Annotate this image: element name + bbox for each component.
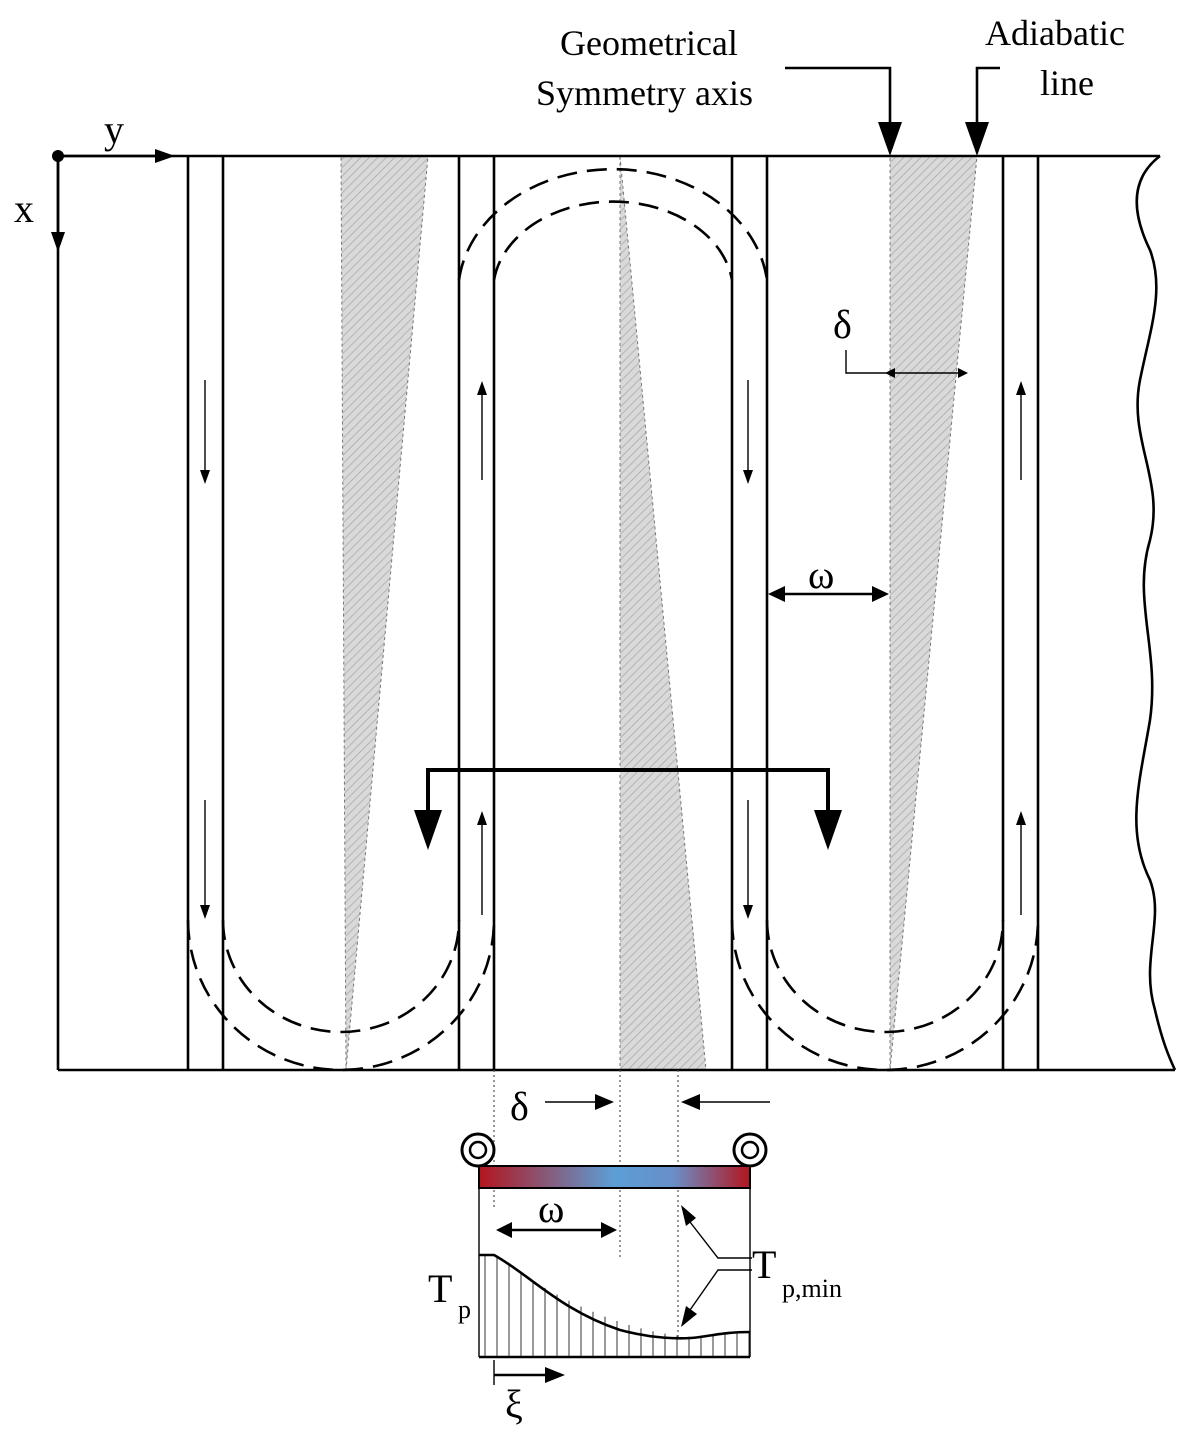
omega-top-dimension — [768, 586, 889, 602]
tp-label: T — [428, 1266, 452, 1311]
section-cut-indicator — [414, 768, 842, 850]
pin-left — [460, 1132, 496, 1168]
temperature-profile-curve — [479, 1253, 751, 1340]
adiabatic-line-label-line1: Adiabatic — [985, 13, 1125, 53]
xi-arrow — [493, 1360, 565, 1385]
tpmin-subscript: p,min — [782, 1274, 842, 1303]
delta-bottom-arrows — [545, 1094, 770, 1110]
coordinate-axes — [51, 149, 175, 252]
flow-channels — [186, 156, 1040, 1070]
tpmin-pointers — [681, 1205, 752, 1327]
temperature-color-bar — [478, 1165, 751, 1189]
omega-bottom-label: ω — [538, 1186, 564, 1231]
axis-y-label: y — [104, 107, 124, 152]
delta-bottom-label: δ — [510, 1084, 529, 1129]
adiabatic-line-label-line2: line — [1040, 63, 1094, 103]
delta-top-label: δ — [833, 302, 852, 347]
u-bends — [186, 167, 1040, 1072]
shaded-region-center — [619, 155, 707, 1071]
profile-hatch-lines — [484, 1255, 750, 1357]
xi-label: ξ — [505, 1382, 523, 1427]
tp-subscript: p — [458, 1295, 471, 1324]
plate-outline — [56, 154, 1177, 1072]
shaded-region-right — [889, 155, 978, 1071]
symmetry-axis-pointer — [785, 66, 902, 156]
symmetry-axis-label-line2: Symmetry axis — [536, 73, 753, 113]
adiabatic-line-pointer — [965, 66, 1000, 156]
temperature-profile-box — [478, 1188, 751, 1359]
axis-x-label: x — [14, 186, 34, 231]
pin-right — [732, 1132, 768, 1168]
flow-direction-arrows — [200, 380, 1026, 919]
symmetry-axis-label-line1: Geometrical — [560, 23, 738, 63]
delta-top-dimension — [845, 350, 968, 378]
tpmin-label: T — [752, 1242, 776, 1287]
omega-top-label: ω — [808, 552, 834, 597]
wavy-break-line — [1135, 154, 1177, 1071]
shaded-region-left — [340, 155, 429, 1071]
omega-bottom-dimension — [496, 1222, 617, 1238]
